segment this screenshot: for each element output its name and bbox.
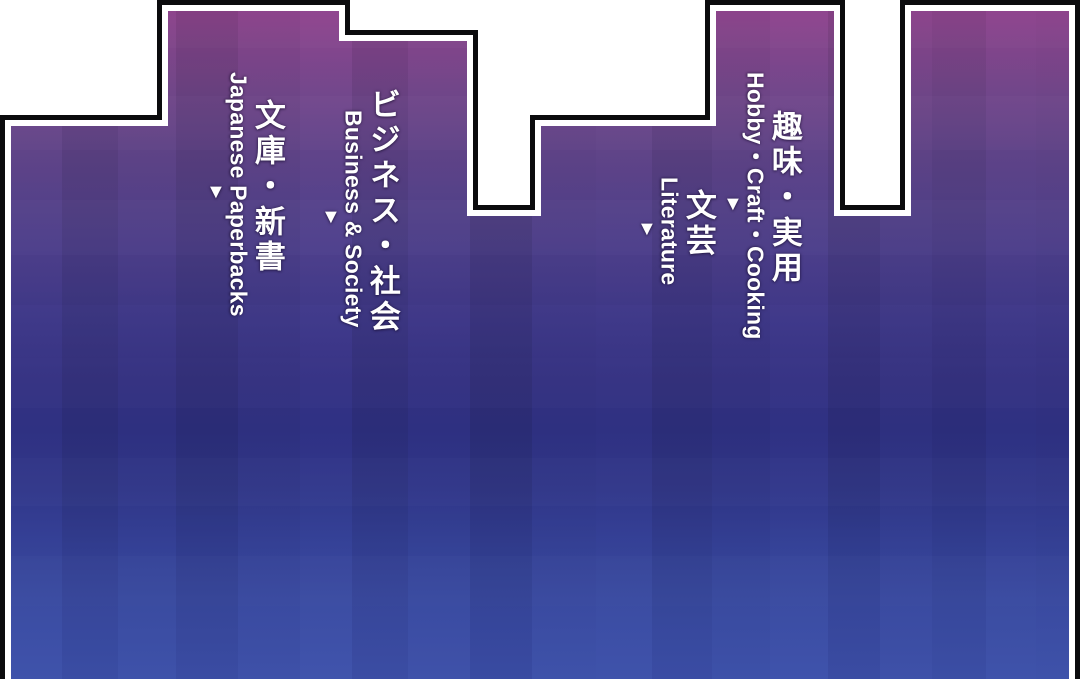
- chevron-down-icon: ▼: [637, 218, 658, 241]
- chevron-down-icon: ▼: [206, 181, 227, 204]
- category-link-bungei[interactable]: 文芸 Literature ▼: [637, 163, 716, 286]
- category-label-en: Hobby・Craft・Cooking: [742, 72, 769, 340]
- category-link-bunko-shinsho[interactable]: 文庫・新書 Japanese Paperbacks ▼: [206, 58, 285, 317]
- category-label-en: Japanese Paperbacks: [225, 72, 252, 317]
- chevron-down-icon: ▼: [321, 205, 342, 228]
- category-label-jp: 趣味・実用: [766, 110, 802, 288]
- category-link-business-society[interactable]: ビジネス・社会 Business & Society ▼: [321, 88, 400, 336]
- category-label-jp: ビジネス・社会: [364, 88, 400, 336]
- category-label-en: Literature: [656, 177, 683, 286]
- category-label-jp: 文庫・新書: [249, 99, 285, 276]
- category-link-hobby-craft-cooking[interactable]: 趣味・実用 Hobby・Craft・Cooking ▼: [723, 58, 802, 340]
- category-label-en: Business & Society: [340, 109, 367, 328]
- category-label-jp: 文芸: [680, 188, 716, 260]
- chevron-down-icon: ▼: [723, 192, 744, 215]
